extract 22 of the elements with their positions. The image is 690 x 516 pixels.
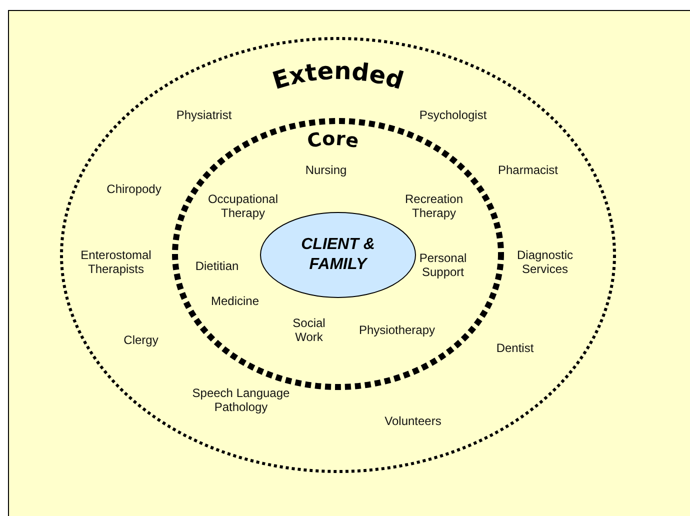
role-label: Physiatrist	[176, 108, 232, 122]
ring-heading: Core	[305, 128, 361, 153]
role-label: Occupational Therapy	[206, 192, 280, 220]
role-label: Pharmacist	[498, 163, 558, 177]
role-label: Recreation Therapy	[404, 192, 464, 220]
outer-ring	[60, 37, 616, 473]
ring-heading: Extended	[269, 56, 407, 96]
role-label: Dietitian	[195, 259, 239, 273]
center-label: CLIENT & FAMILY	[300, 235, 376, 275]
role-label: Psychologist	[419, 108, 487, 122]
role-label: Social Work	[292, 316, 326, 344]
role-label: Diagnostic Services	[516, 248, 574, 276]
role-label: Chiropody	[106, 182, 162, 196]
role-label: Nursing	[305, 163, 347, 177]
role-label: Enterostomal Therapists	[80, 248, 152, 276]
role-label: Volunteers	[384, 414, 442, 428]
role-label: Clergy	[124, 333, 158, 347]
role-label: Personal Support	[418, 251, 468, 279]
role-label: Speech Language Pathology	[191, 386, 291, 414]
role-label: Medicine	[210, 294, 260, 308]
role-label: Dentist	[496, 341, 534, 355]
role-label: Physiotherapy	[358, 323, 436, 337]
